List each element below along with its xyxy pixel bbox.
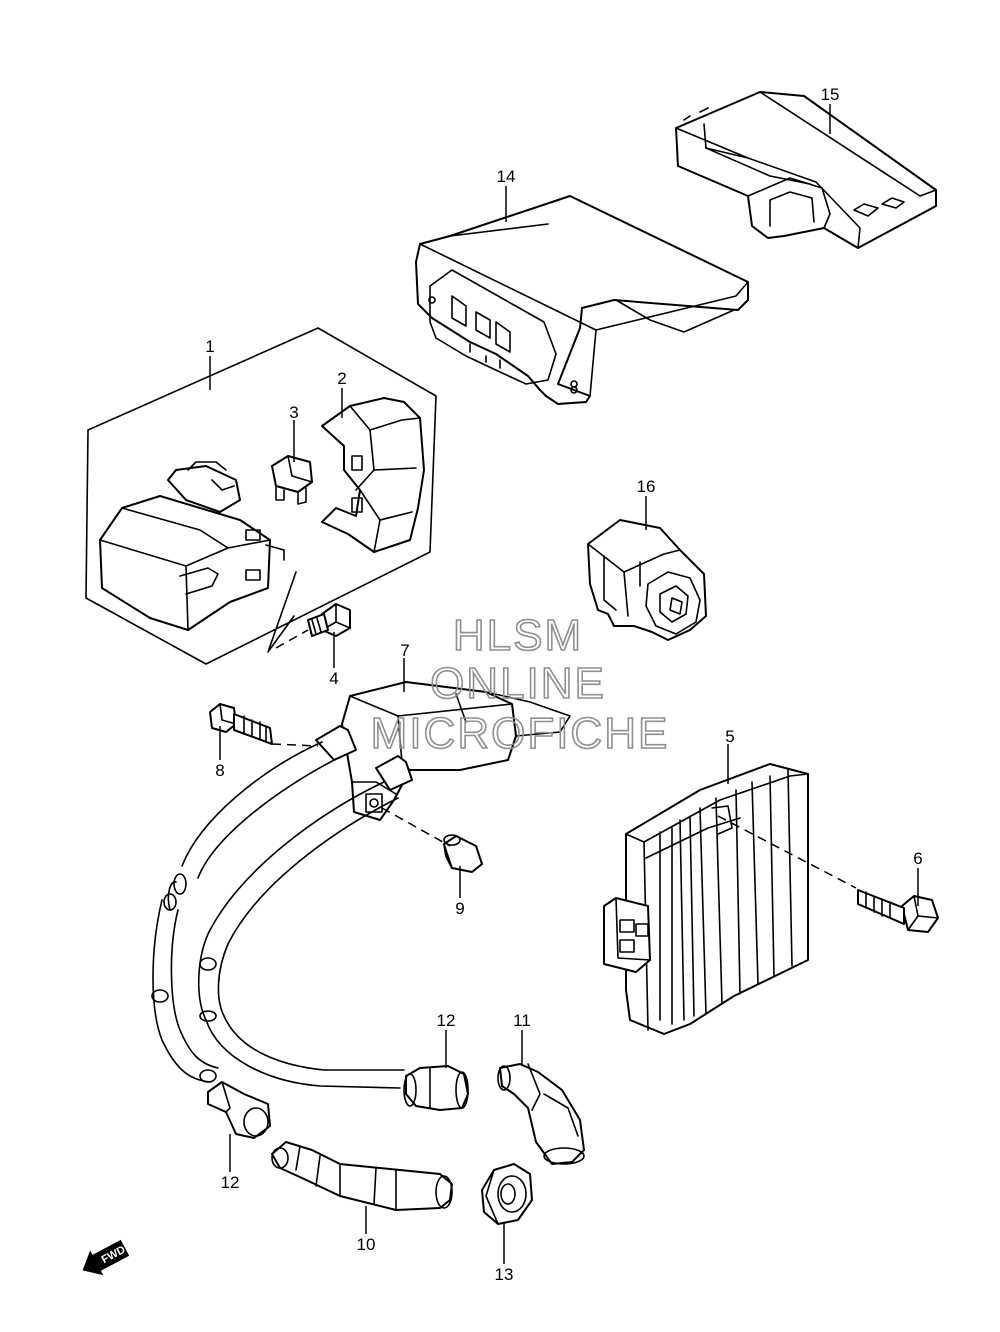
callout-11: 11 xyxy=(513,1011,531,1030)
bolt8-alignment-line xyxy=(271,743,319,747)
mounting-bolt[interactable] xyxy=(209,703,273,745)
callout-3: 3 xyxy=(289,403,298,422)
watermark-line-3: MICROFICHE xyxy=(371,709,670,758)
watermark: HLSM ONLINE MICROFICHE xyxy=(370,610,670,759)
callout-7: 7 xyxy=(400,641,409,660)
fuse[interactable] xyxy=(271,455,313,505)
small-bolt[interactable] xyxy=(307,603,351,637)
callout-5: 5 xyxy=(725,727,734,746)
ecm-control-unit[interactable] xyxy=(415,195,749,405)
callout-1: 1 xyxy=(205,337,214,356)
callout-10: 10 xyxy=(357,1235,376,1254)
callout-9: 9 xyxy=(455,899,464,918)
break-line xyxy=(267,571,297,653)
seal-boot-left[interactable] xyxy=(207,1081,271,1139)
callout-8: 8 xyxy=(215,761,224,780)
spacer-collar[interactable] xyxy=(443,834,483,873)
watermark-line-2: ONLINE xyxy=(430,659,606,708)
callout-15: 15 xyxy=(821,85,840,104)
rubber-grommet[interactable] xyxy=(481,1163,533,1225)
relay-cover[interactable] xyxy=(321,397,425,553)
starter-relay[interactable] xyxy=(99,461,285,631)
fwd-arrow-icon xyxy=(82,1239,130,1276)
callout-16: 16 xyxy=(637,477,656,496)
leader-lines xyxy=(209,104,919,1264)
callout-4: 4 xyxy=(329,669,338,688)
callout-12-left: 12 xyxy=(221,1173,240,1192)
collar-alignment-line xyxy=(381,807,451,847)
bolt4-alignment-line xyxy=(275,629,309,649)
high-tension-lead-lower xyxy=(197,781,405,1089)
spark-plug-cap-straight[interactable] xyxy=(271,1141,453,1211)
callout-6: 6 xyxy=(913,849,922,868)
regulator-bolt[interactable] xyxy=(857,889,939,933)
ecm-cover[interactable] xyxy=(675,91,937,249)
callout-14: 14 xyxy=(497,167,516,186)
callout-13: 13 xyxy=(495,1265,514,1284)
seal-boot-right[interactable] xyxy=(403,1065,469,1111)
starter-relay-assembly-box xyxy=(85,327,437,665)
callout-2: 2 xyxy=(337,369,346,388)
callout-labels: 1 2 3 4 5 6 7 8 9 10 11 12 12 13 14 15 1… xyxy=(205,85,922,1284)
callout-12-right: 12 xyxy=(437,1011,456,1030)
high-tension-lead-upper xyxy=(151,741,339,1083)
spark-plug-cap-elbow[interactable] xyxy=(497,1063,585,1165)
bolt-alignment-line xyxy=(717,815,857,889)
regulator-rectifier[interactable] xyxy=(603,763,809,1035)
coil-boot-upper xyxy=(315,725,357,761)
ignition-coil[interactable] xyxy=(341,681,571,821)
watermark-line-1: HLSM xyxy=(453,611,583,660)
coil-boot-lower xyxy=(375,755,413,791)
connector-coupler[interactable] xyxy=(587,519,707,641)
forward-direction-badge: FWD xyxy=(82,1239,130,1276)
